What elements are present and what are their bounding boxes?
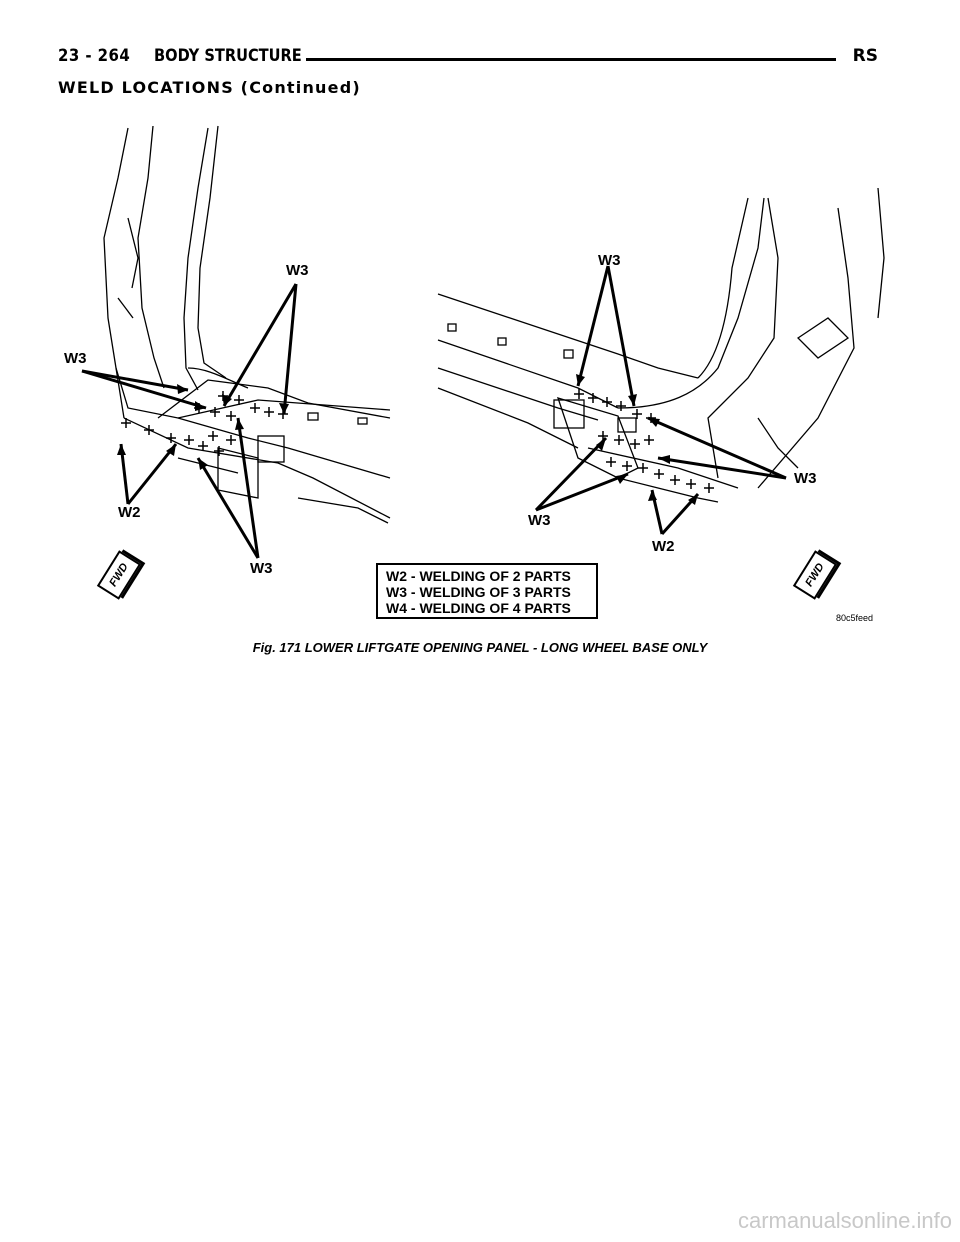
weld-legend: W2 - WELDING OF 2 PARTS W3 - WELDING OF … (376, 563, 598, 619)
right-w3-side-label: W3 (794, 470, 817, 487)
left-w3-top-label: W3 (286, 262, 309, 279)
right-w3-top-label: W3 (598, 252, 621, 269)
left-panel-drawing (103, 125, 391, 524)
header-rule (306, 58, 836, 61)
section-name: BODY STRUCTURE (154, 46, 302, 66)
model-code: RS (852, 46, 878, 66)
page-header: 23 - 264 BODY STRUCTURE RS (58, 46, 878, 72)
page-number: 23 - 264 (58, 46, 131, 66)
legend-w3: W3 - WELDING OF 3 PARTS (386, 584, 571, 600)
weld-location-figure: W3 W3 W2 W3 W3 W3 W3 W2 FWD FWD W2 - WEL… (58, 118, 888, 630)
left-arrowheads (117, 384, 289, 470)
right-arrowheads (576, 374, 698, 505)
right-panel-drawing (437, 187, 885, 503)
left-w3-bottom-label: W3 (250, 560, 273, 577)
legend-w2: W2 - WELDING OF 2 PARTS (386, 568, 571, 584)
left-w3-side-label: W3 (64, 350, 87, 367)
figure-code: 80c5feed (836, 613, 874, 623)
panel-line-drawing (81, 125, 885, 559)
right-w3-bottom-label: W3 (528, 512, 551, 529)
right-arrows (534, 265, 787, 536)
right-weld-marks (574, 389, 714, 493)
left-w2-label: W2 (118, 504, 141, 521)
watermark: carmanualsonline.info (737, 1208, 952, 1233)
right-w2-label: W2 (652, 538, 675, 555)
legend-w4: W4 - WELDING OF 4 PARTS (386, 600, 571, 616)
figure-caption: Fig. 171 LOWER LIFTGATE OPENING PANEL - … (252, 640, 708, 655)
section-title: WELD LOCATIONS (Continued) (58, 78, 361, 97)
left-arrows (81, 283, 298, 559)
